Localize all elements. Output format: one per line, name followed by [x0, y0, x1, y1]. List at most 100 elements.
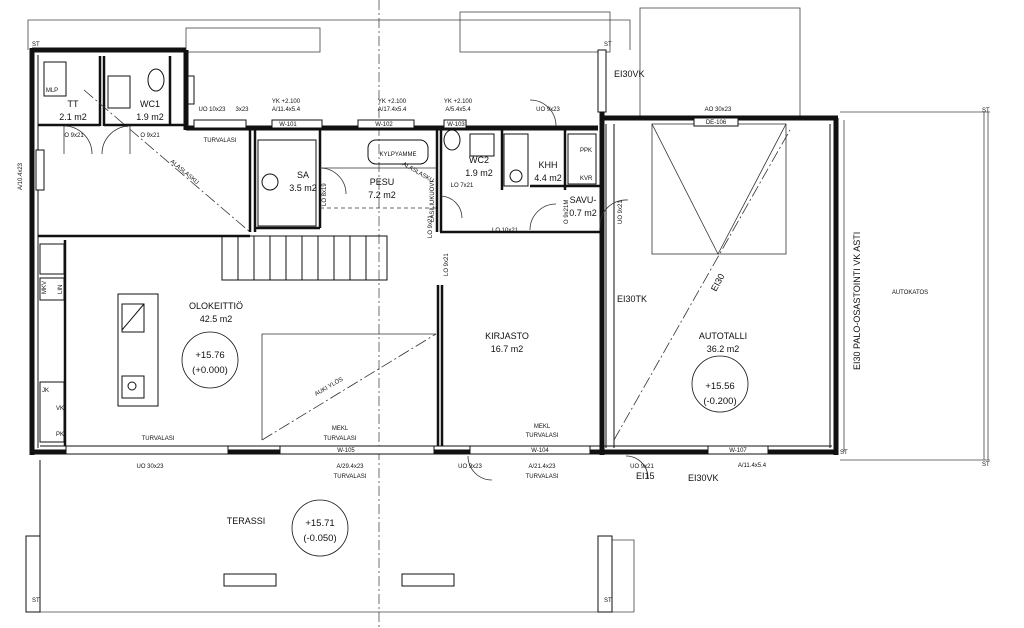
door-uo923-b: UO 9x23	[458, 464, 482, 470]
fire-palo-osastointi: EI30 PALO-OSASTOINTI VK ASTI	[852, 232, 862, 370]
wc2-area: 1.9 m2	[465, 168, 493, 178]
stairs	[221, 235, 388, 281]
olokeittio-area: 42.5 m2	[200, 314, 233, 324]
level-olokeittio-rel: (+0.000)	[192, 365, 228, 376]
fixtures	[39, 61, 597, 443]
window-a2940: A/29.4x23	[336, 464, 364, 470]
window-w105: W-105	[337, 448, 355, 454]
window-turvalasi-2: TURVALASI	[142, 436, 175, 442]
open-to-above	[83, 89, 437, 441]
wc1-name: WC1	[140, 99, 160, 109]
fire-ei15: EI15	[636, 471, 655, 481]
window-a2: A/17.4x5.4	[378, 107, 407, 113]
terassi-name: TERASSI	[227, 516, 266, 526]
door-lo721: LO 7x21	[451, 183, 474, 189]
tt-area: 2.1 m2	[59, 112, 87, 122]
olokeittio-name: OLOKEITTIÖ	[189, 301, 243, 311]
window-turvalasi-1: TURVALASI	[204, 138, 237, 144]
site-frame	[27, 7, 990, 613]
window-bars	[35, 49, 769, 587]
mkv-label: MKV	[42, 281, 48, 294]
mlp-label: MLP	[46, 88, 58, 94]
st-label-1: ST	[32, 42, 40, 48]
st-label-6: ST	[604, 598, 612, 604]
level-autotalli-abs: +15.56	[705, 381, 734, 392]
window-w104: W-104	[531, 448, 549, 454]
level-terassi-rel: (-0.050)	[303, 533, 336, 544]
fire-ei30tk: EI30TK	[617, 294, 647, 304]
door-ao3023: AO 30x23	[705, 107, 732, 113]
door-o921-b: O 9x21	[140, 133, 160, 139]
level-autotalli-rel: (-0.200)	[703, 396, 736, 407]
window-w101: W-101	[279, 122, 297, 128]
wc2-name: WC2	[469, 155, 489, 165]
door-uo1023: UO 10x23	[198, 107, 226, 113]
door-a1042: A/10.4x23	[18, 162, 24, 190]
lasiliukuovi-label: LASILIUKUOVI	[430, 181, 436, 222]
level-terassi-abs: +15.71	[305, 518, 334, 529]
pk-label: PK	[56, 432, 64, 438]
window-mekl-1: MEKL	[332, 426, 349, 432]
st-label-2: ST	[604, 42, 612, 48]
pesu-area: 7.2 m2	[368, 190, 396, 200]
door-uo921-v: UO 9x21	[618, 200, 624, 224]
window-w102: W-102	[375, 122, 393, 128]
kylpyamme-label: KYLPYAMME	[380, 152, 417, 158]
wc1-area: 1.9 m2	[136, 112, 164, 122]
terrace-posts	[25, 460, 613, 613]
window-w103: W-103	[447, 122, 465, 128]
window-mekl-2: MEKL	[534, 424, 551, 430]
window-turvalasi-3: TURVALASI	[324, 436, 357, 442]
kirjasto-area: 16.7 m2	[491, 344, 524, 354]
door-lo921-1: LO 9x21	[428, 215, 434, 238]
door-swings	[63, 99, 649, 481]
st-label-7: ST	[840, 450, 848, 456]
autotalli-area: 36.2 m2	[707, 344, 740, 354]
door-lo1021: LO 10x21	[492, 228, 519, 234]
autokatos-name: AUTOKATOS	[892, 290, 928, 296]
window-a2140: A/21.4x23	[528, 464, 556, 470]
window-de: DE-106	[706, 120, 727, 126]
door-3x23: 3x23	[235, 107, 249, 113]
window-a1: A/11.4x5.4	[272, 107, 301, 113]
door-uo921-b: UO 9x21	[630, 464, 654, 470]
savu-area: 0.7 m2	[569, 208, 597, 218]
door-o921-a: O 9x21	[64, 133, 84, 139]
kirjasto-name: KIRJASTO	[485, 331, 529, 341]
jk-label: JK	[42, 388, 49, 394]
window-a3: A/5.4x5.4	[445, 107, 471, 113]
door-lo819: LO 8x19	[322, 183, 328, 206]
door-o921m: O 9x21M	[564, 200, 570, 224]
interior-walls	[38, 56, 600, 446]
window-turvalasi-4: TURVALASI	[526, 433, 559, 439]
st-label-5: ST	[32, 598, 40, 604]
vk-label: VK	[56, 406, 64, 412]
door-uo923-a: UO 9x23	[536, 107, 560, 113]
window-yk2: YK +2.100	[378, 99, 407, 105]
window-yk3: YK +2.100	[444, 99, 473, 105]
ppk-label: PPK	[580, 148, 592, 154]
level-olokeittio-abs: +15.76	[195, 350, 224, 361]
st-label-3: ST	[982, 108, 990, 114]
khh-name: KHH	[538, 160, 557, 170]
pesu-name: PESU	[370, 177, 395, 187]
window-yk1: YK +2.100	[272, 99, 301, 105]
tt-name: TT	[68, 99, 79, 109]
door-uo3023: UO 30x23	[136, 464, 164, 470]
window-w107: W-107	[729, 448, 747, 454]
savu-name: SAVU-	[570, 195, 597, 205]
kvr-label: KVR	[580, 176, 593, 182]
st-label-4: ST	[982, 462, 990, 468]
sa-area: 3.5 m2	[289, 183, 317, 193]
window-turvalasi-6: TURVALASI	[526, 474, 559, 480]
autotalli-name: AUTOTALLI	[699, 331, 747, 341]
khh-area: 4.4 m2	[534, 173, 562, 183]
window-a1140: A/11.4x5.4	[738, 463, 767, 469]
sa-name: SA	[297, 170, 309, 180]
window-turvalasi-5: TURVALASI	[334, 474, 367, 480]
fire-ei30vk-top: EI30VK	[614, 69, 645, 79]
fire-ei30vk-bottom: EI30VK	[688, 473, 719, 483]
door-lo921-2: LO 9x21	[444, 253, 450, 276]
lin-label: LIN	[58, 285, 64, 294]
